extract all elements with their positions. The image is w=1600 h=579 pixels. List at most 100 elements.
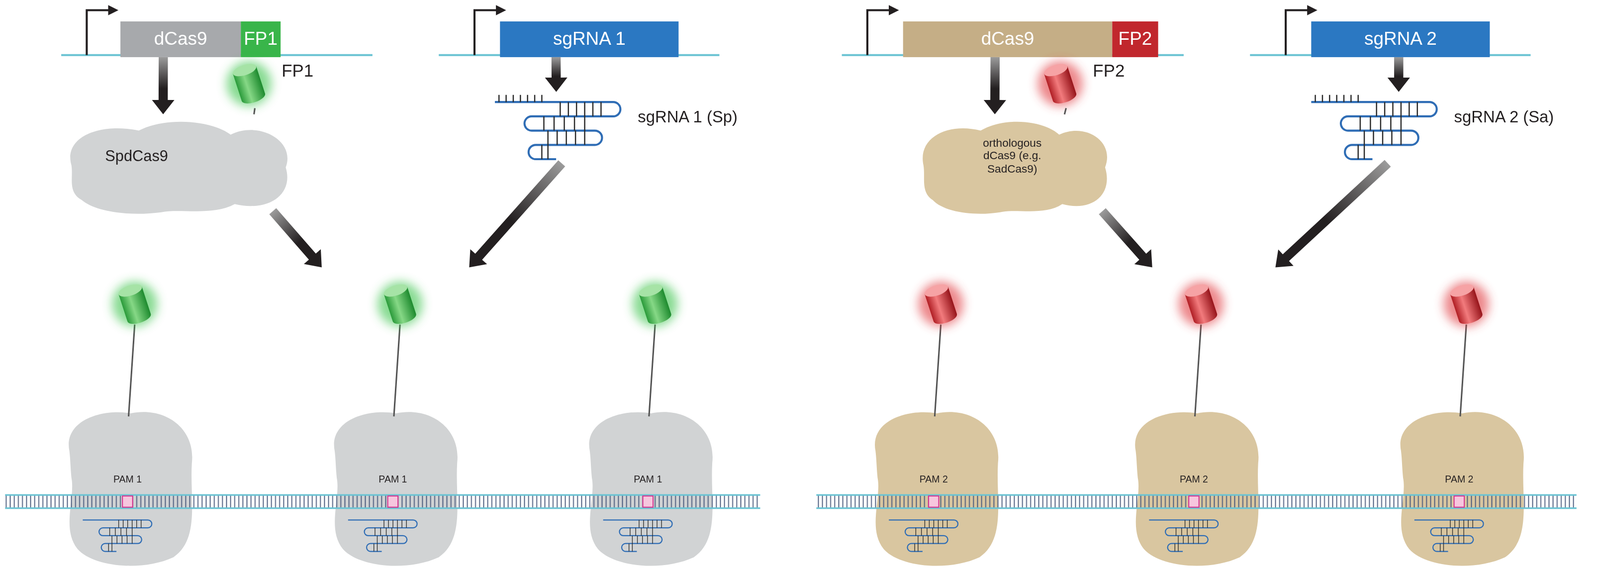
dna-strand [4,493,760,496]
dna-strand [816,493,1577,496]
glow [1178,281,1224,327]
node-outline [224,59,274,108]
bound-complex: PAM 2 [1107,267,1281,574]
node-outline [561,267,735,574]
sgrna-hairpin: sgRNA 1 (Sp) [492,92,631,164]
expression-arrow [152,57,175,115]
base-pairs [498,94,601,160]
glow [1037,61,1083,106]
sgrna-shape [82,519,152,552]
gene-label: sgRNA 2 [1311,21,1490,58]
protein-label: orthologous dCas9 (e.g. SadCas9) [968,136,1056,175]
rna-label: sgRNA 1 (Sp) [637,107,738,127]
sgrna-shape [1311,94,1437,160]
node-outline [59,114,294,212]
pam-label: PAM 2 [1107,474,1281,486]
sgrna-hairpin: sgRNA 2 (Sa) [1309,92,1447,164]
linker [128,324,135,417]
base-pairs [1174,519,1208,552]
rna-strand [1148,519,1219,552]
base-pairs [108,519,141,552]
cylinder-top [1448,282,1476,300]
pam-mark [1454,495,1465,508]
base-pairs [629,519,662,552]
glow [377,281,423,327]
protein-blob: orthologous dCas9 (e.g. SadCas9) [913,114,1113,212]
fluorescent-cylinder [923,282,959,327]
rna-strand [1414,519,1484,552]
protein-label: SpdCas9 [104,147,169,165]
node-outline [1309,92,1447,164]
dna-strand [816,507,1577,509]
gene-label: dCas9 [120,21,241,58]
protein-shape [874,411,999,566]
fluorescent-cylinder [231,61,267,106]
pam-label: PAM 2 [847,474,1021,486]
protein-shape [1400,411,1524,566]
glow [632,281,678,327]
glow [918,281,963,327]
protein-label: FP1 [281,61,314,81]
base-pairs [1315,94,1418,160]
glow [112,281,158,327]
fluorescent-cylinder [637,282,673,327]
gene-backbone [61,54,1531,57]
assembly-arrow [269,208,322,268]
rna-strand [888,519,958,552]
cylinder-top [1042,61,1069,80]
bound-complex: PAM 2 [847,267,1021,574]
linker [649,324,656,417]
assembly-arrow [1098,208,1152,268]
dna-base-pairs [4,494,760,509]
sgrna-shape [348,519,418,552]
gene-box: dCas9 [903,21,1113,58]
fluorescent-cylinder [116,282,153,327]
gene-label: dCas9 [903,21,1113,58]
promoter-arrow [86,10,110,56]
target-dna [4,494,1577,509]
protein-shape [922,121,1108,214]
tag-box: FP1 [240,21,281,58]
cylinder-top [923,282,950,300]
linker [1460,324,1467,417]
sgrna-shape [603,519,673,552]
pam-mark [387,495,399,508]
pam-label: PAM 1 [561,474,735,486]
node-outline [1107,267,1281,574]
sgrna-shape [888,519,958,552]
sgrna-shape [1414,519,1484,552]
sgrna-shape [494,94,621,160]
pam-sites [122,495,1465,508]
linker [393,324,400,417]
fusion-linker [254,107,256,114]
pam-mark [122,495,133,508]
protein-blob: SpdCas9 [59,114,294,212]
gene-box: dCas9 [120,21,241,58]
glow [1443,281,1489,327]
promoter-arrow [867,10,891,56]
pam-mark [928,495,940,508]
fusion-linker [1064,107,1066,114]
cylinder-top [231,61,258,80]
fluorescent-cylinder [1183,282,1219,327]
base-pairs [374,519,407,552]
tag-box: FP2 [1112,21,1158,58]
node-outline [305,267,480,574]
assembly-arrow [469,160,565,268]
bound-complex: PAM 2 [1372,267,1546,574]
pam-label: PAM 1 [40,474,215,486]
linker [934,324,941,417]
cylinder-top [1183,282,1210,300]
promoter-arrow [1285,10,1310,56]
rna-strand [603,519,673,552]
expression-arrow [545,57,568,93]
promoter-arrow [474,10,498,56]
base-pairs [1440,519,1473,552]
fluorescent-cylinder [1042,61,1078,106]
gene-box: sgRNA 1 [499,21,679,58]
protein-shape [589,411,713,566]
rna-strand [348,519,418,552]
pam-label: PAM 1 [305,474,480,486]
fluorescent-protein: FP2 [1035,59,1085,108]
